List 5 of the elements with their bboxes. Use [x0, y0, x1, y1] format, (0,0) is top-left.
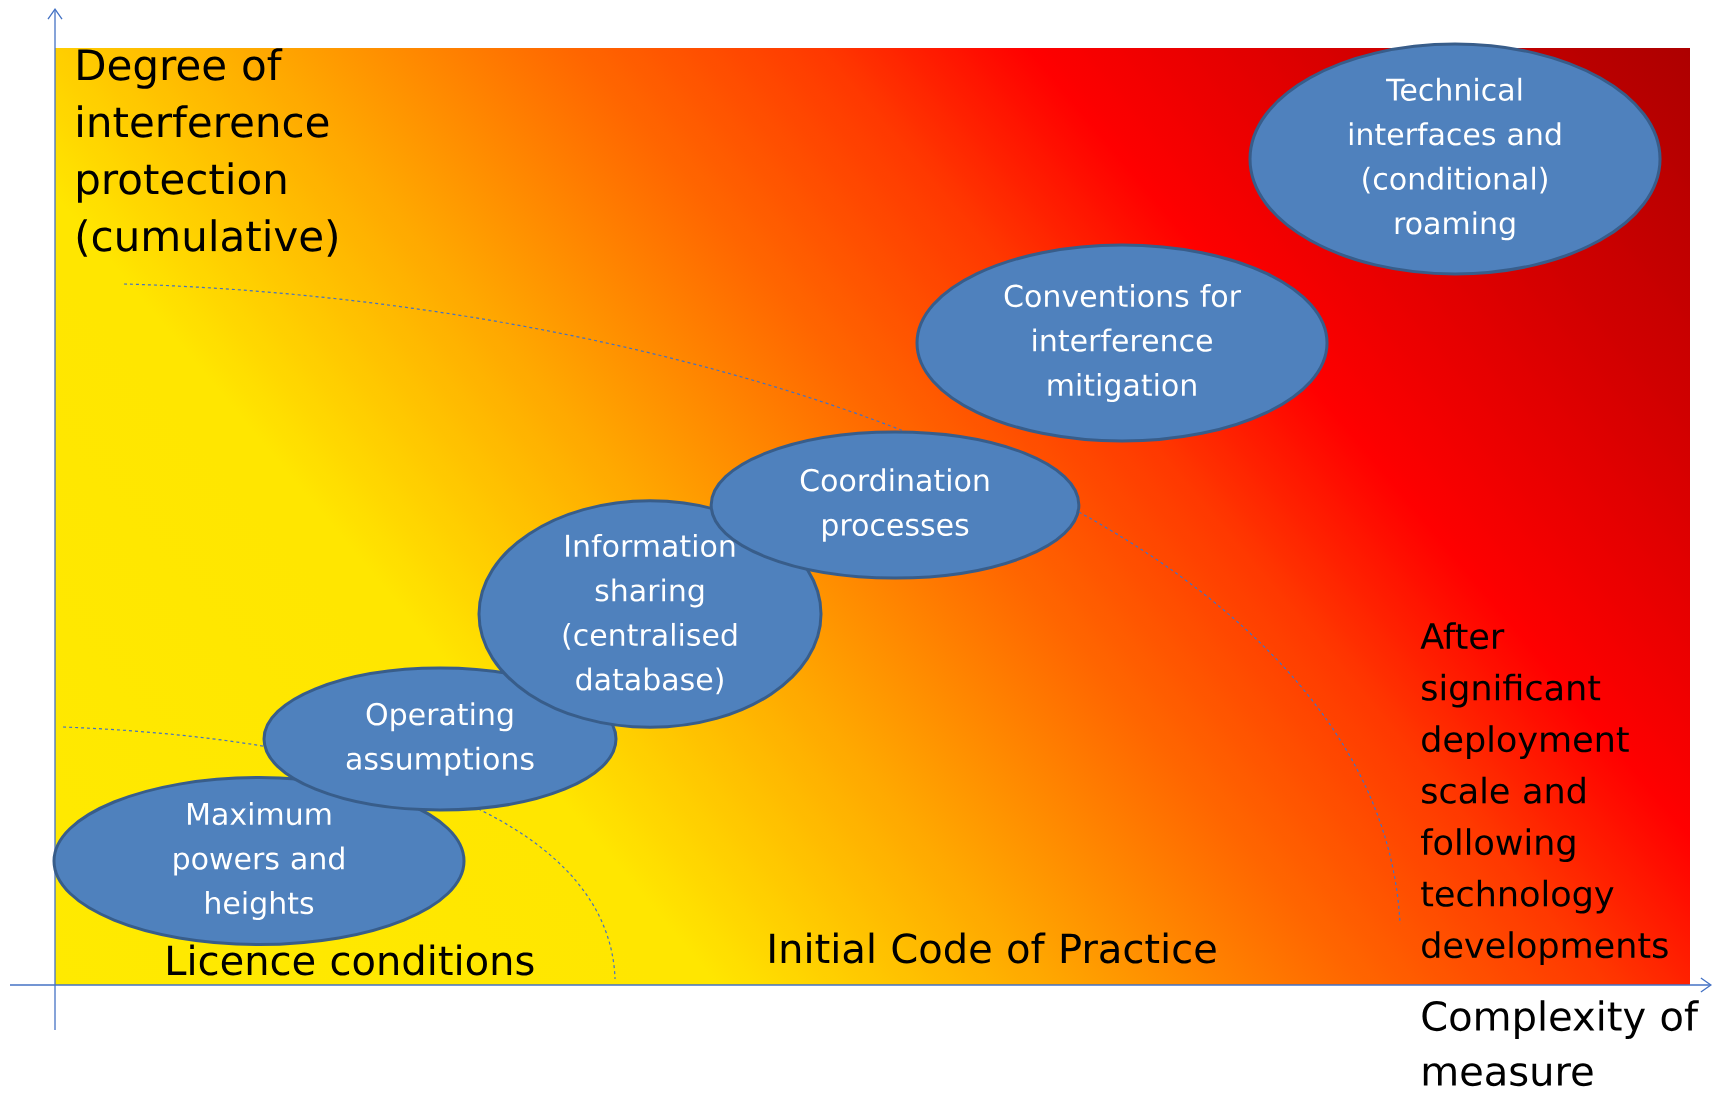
region-label: Initial Code of Practice	[770, 932, 1216, 964]
axis-title: Complexity of measure	[1422, 1000, 1699, 1087]
region-label: After significant deployment scale and following technology developments	[1420, 622, 1668, 966]
axis-title: Degree of interference protection (cumulative)	[77, 48, 337, 257]
region-label: Licence conditions	[168, 944, 534, 976]
